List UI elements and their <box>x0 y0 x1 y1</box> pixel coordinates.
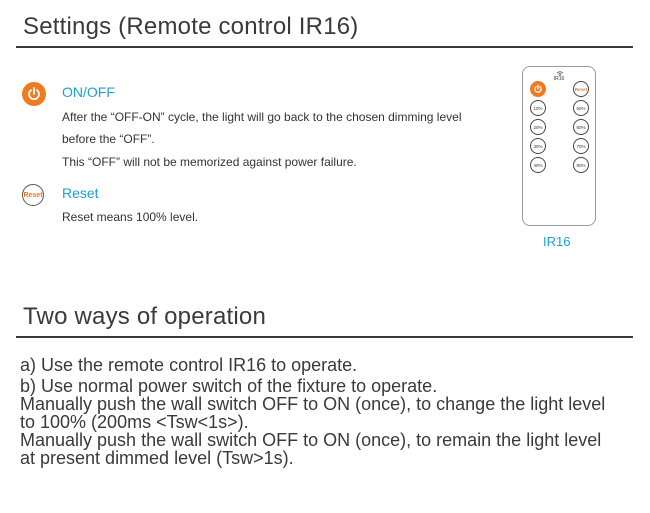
settings-title: Settings (Remote control IR16) <box>23 13 359 40</box>
operation-divider <box>16 336 633 338</box>
onoff-note: This “OFF” will not be memorized against… <box>62 155 357 169</box>
onoff-description: After the “OFF-ON” cycle, the light will… <box>62 110 462 146</box>
operation-line-3: Manually push the wall switch OFF to ON … <box>20 394 606 414</box>
operation-line-6: at present dimmed level (Tsw>1s). <box>20 448 294 468</box>
reset-heading: Reset <box>62 185 99 201</box>
operation-line-a: a) Use the remote control IR16 to operat… <box>20 355 358 375</box>
power-icon <box>22 82 46 106</box>
remote-brand: IR16 <box>553 76 565 82</box>
remote-caption: IR16 <box>543 234 571 249</box>
remote-illustration: IR16 Reset 10% 20% 30% 40% 50% 60% 70% 8… <box>522 66 596 226</box>
onoff-heading: ON/OFF <box>62 84 115 100</box>
remote-button-50: 50% <box>573 100 589 116</box>
remote-button-40: 40% <box>530 157 546 173</box>
remote-button-60: 60% <box>573 119 589 135</box>
remote-button-70: 70% <box>573 138 589 154</box>
operation-title: Two ways of operation <box>23 303 266 330</box>
settings-divider <box>16 46 633 48</box>
operation-line-4: to 100% (200ms <Tsw<1s>). <box>20 412 249 432</box>
remote-button-10: 10% <box>530 100 546 116</box>
remote-power-button <box>530 81 546 97</box>
remote-button-80: 80% <box>573 157 589 173</box>
remote-button-20: 20% <box>530 119 546 135</box>
reset-icon-label: Reset <box>23 191 43 199</box>
reset-icon: Reset <box>22 184 44 206</box>
remote-reset-button: Reset <box>573 81 589 97</box>
operation-line-5: Manually push the wall switch OFF to ON … <box>20 430 602 450</box>
ir-signal-icon <box>556 71 564 76</box>
reset-description: Reset means 100% level. <box>62 210 199 224</box>
operation-line-b: b) Use normal power switch of the fixtur… <box>20 376 438 396</box>
remote-power-icon <box>534 84 542 93</box>
remote-button-30: 30% <box>530 138 546 154</box>
